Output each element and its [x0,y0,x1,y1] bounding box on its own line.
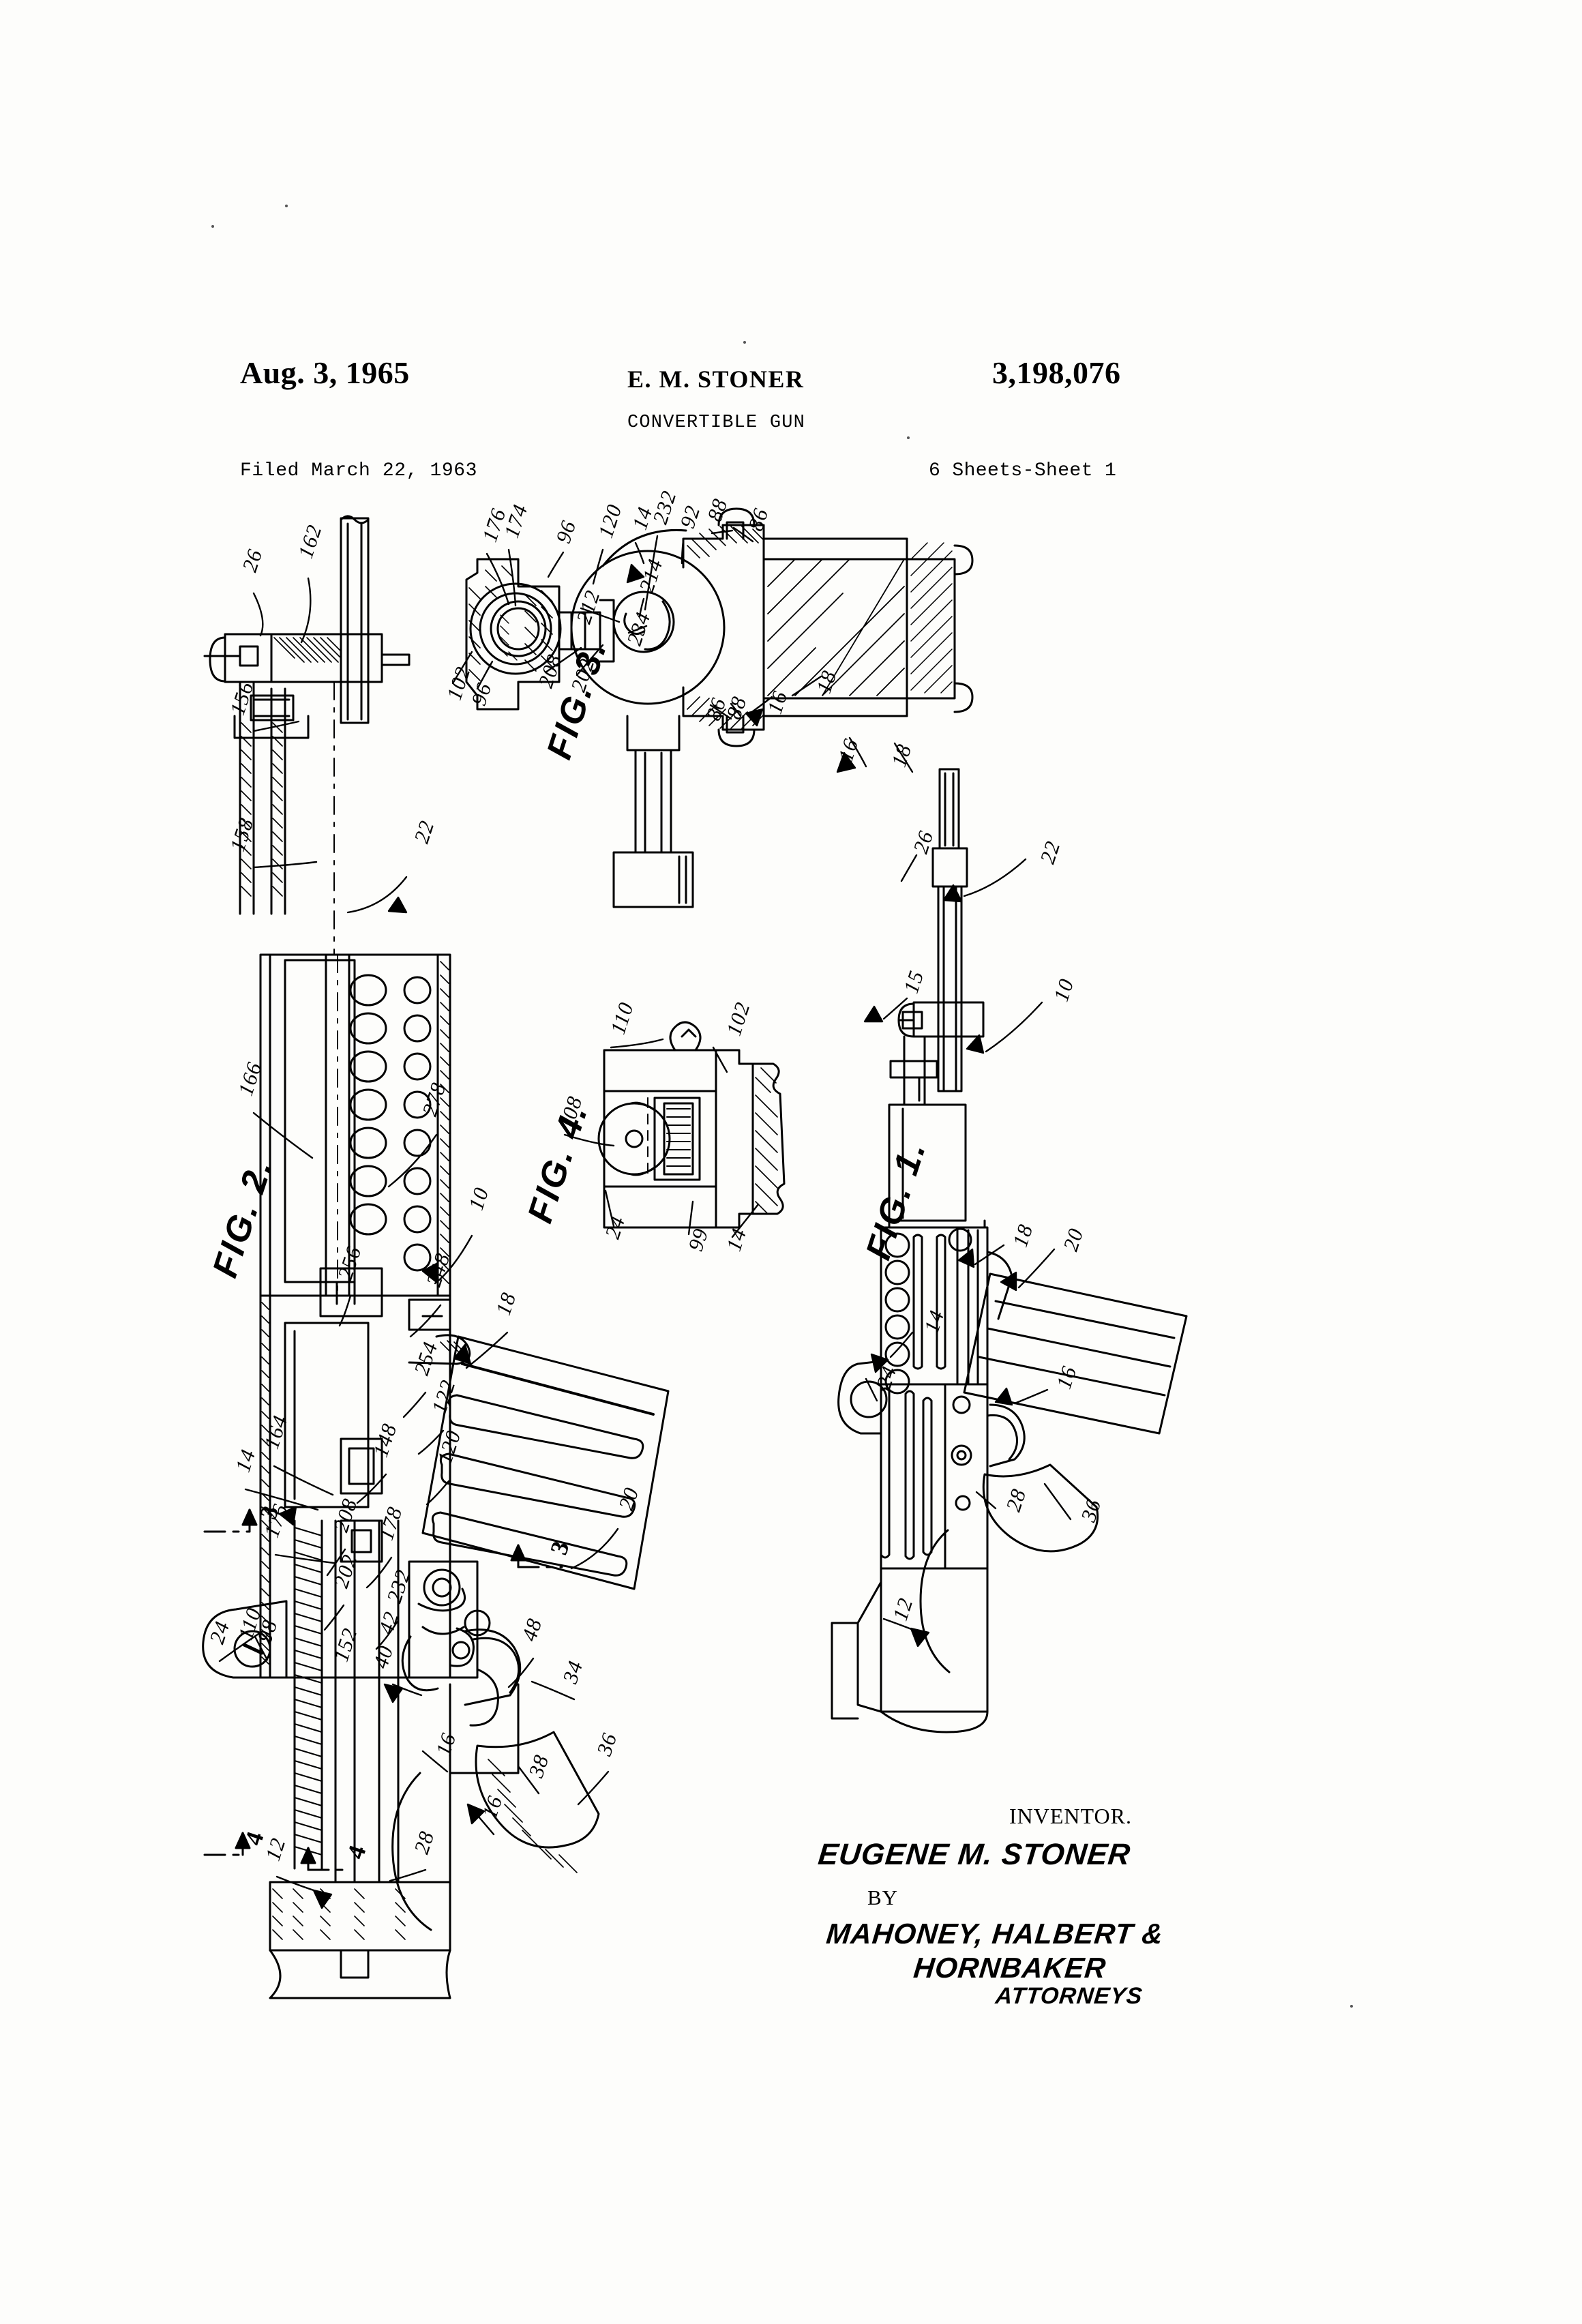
reference-numeral-208: 208 [329,1495,362,1535]
reference-numeral-174: 174 [499,501,533,541]
reference-numeral-254: 254 [409,1338,443,1378]
figure-caption-1: FIG. 1. [858,1135,934,1265]
reference-numeral-248: 248 [421,1249,455,1290]
reference-numeral-212: 212 [571,586,605,627]
reference-numeral-214: 214 [634,555,668,595]
reference-numeral-22: 22 [409,817,439,846]
reference-numeral-42: 42 [374,1608,404,1637]
reference-numeral-28: 28 [1001,1485,1031,1515]
reference-numeral-152: 152 [329,1624,362,1665]
reference-numeral-148: 148 [368,1420,402,1460]
reference-numeral-10: 10 [1049,975,1079,1004]
publication-date: Aug. 3, 1965 [240,355,410,390]
reference-numeral-22: 22 [1035,837,1065,867]
sheet-count: 6 Sheets-Sheet 1 [929,460,1117,481]
reference-numeral-10: 10 [464,1184,494,1213]
inventor-label: INVENTOR. [1009,1804,1132,1828]
reference-numeral-40: 40 [368,1642,398,1671]
fig4-assembly [563,1021,786,1238]
invention-title: CONVERTIBLE GUN [627,413,806,433]
reference-numeral-96: 96 [551,517,581,546]
inventor-signature: EUGENE M. STONER [816,1838,1133,1871]
reference-numeral-166: 166 [233,1058,267,1099]
section-line-label-4: 4 [239,1828,269,1849]
reference-numeral-14: 14 [919,1307,949,1336]
reference-numeral-18: 18 [886,741,916,770]
patent-number: 3,198,076 [992,355,1121,390]
reference-numeral-16: 16 [477,1792,507,1821]
reference-numeral-14: 14 [721,1225,751,1254]
reference-numeral-24: 24 [600,1212,630,1242]
reference-numeral-16: 16 [431,1729,461,1759]
reference-numeral-234: 234 [622,608,655,649]
reference-numeral-120: 120 [432,1427,466,1467]
reference-numeral-86: 86 [743,505,773,534]
reference-numeral-48: 48 [517,1615,547,1644]
filing-date: Filed March 22, 1963 [240,460,478,481]
attorney-firm-line-1: MAHONEY, HALBERT & [824,1918,1165,1950]
reference-numeral-156: 156 [225,678,258,718]
scan-speck [211,225,214,228]
inventor-caps: E. M. STONER [627,366,805,393]
reference-numeral-28: 28 [409,1828,439,1857]
section-line-label-4: 4 [341,1841,372,1862]
scan-speck [285,205,288,207]
reference-numeral-12: 12 [888,1594,918,1624]
by-label: BY [867,1886,899,1909]
scan-speck [907,436,910,439]
reference-numeral-232: 232 [382,1566,415,1606]
reference-numeral-16: 16 [762,687,792,717]
reference-numeral-20: 20 [614,1484,644,1513]
scan-speck [1350,2005,1353,2008]
reference-numeral-88: 88 [702,495,732,524]
reference-numeral-18: 18 [491,1289,521,1318]
figure-caption-2: FIG. 2. [205,1153,281,1283]
reference-numeral-164: 164 [259,1412,293,1452]
reference-numeral-120: 120 [593,501,627,541]
attorney-firm-line-2: HORNBAKER [912,1952,1108,1984]
reference-numeral-14: 14 [230,1446,260,1475]
reference-numeral-18: 18 [811,667,841,696]
reference-numeral-202: 202 [329,1551,362,1591]
reference-numeral-278: 278 [417,1079,451,1119]
reference-numeral-18: 18 [1008,1221,1038,1250]
reference-numeral-24: 24 [871,1362,901,1392]
reference-numeral-24: 24 [205,1618,235,1647]
reference-numeral-122: 122 [427,1376,460,1416]
reference-numeral-26: 26 [908,827,938,856]
reference-numeral-16: 16 [1051,1362,1081,1392]
attorneys-label: ATTORNEYS [994,1983,1144,2009]
reference-numeral-34: 34 [558,1657,588,1686]
reference-numeral-36: 36 [1076,1495,1106,1525]
reference-numeral-26: 26 [237,546,267,575]
reference-numeral-38: 38 [524,1751,554,1781]
reference-numeral-99: 99 [683,1225,713,1254]
reference-numeral-16: 16 [833,735,863,764]
reference-numeral-36: 36 [592,1729,622,1759]
reference-numeral-162: 162 [293,521,327,561]
section-line-label-3: 3 [544,1537,575,1558]
reference-numeral-178: 178 [374,1503,407,1543]
reference-numeral-158: 158 [225,814,258,854]
reference-numeral-15: 15 [899,967,929,996]
reference-numeral-102: 102 [721,998,755,1039]
reference-numeral-92: 92 [675,502,705,531]
scan-speck [743,341,746,344]
reference-numeral-20: 20 [1058,1225,1088,1254]
reference-numeral-110: 110 [606,999,638,1037]
reference-numeral-256: 256 [333,1242,366,1283]
